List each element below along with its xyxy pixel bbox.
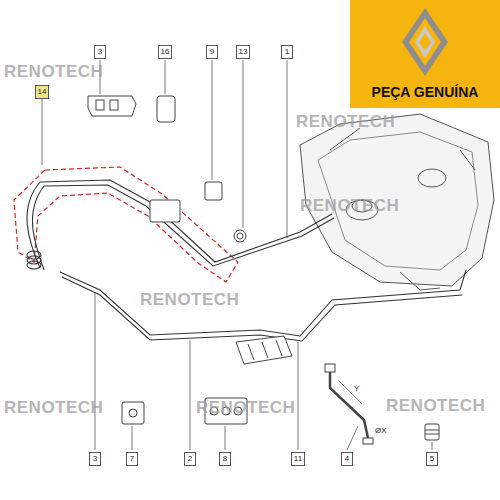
callout-number: 11 (291, 452, 305, 466)
brand-panel (350, 0, 500, 108)
callout-number: 7 (126, 452, 138, 466)
clips (88, 96, 439, 440)
dimension-line (338, 380, 362, 404)
callout-number: 5 (426, 452, 438, 466)
highlight-outline (14, 167, 238, 282)
dimension-label: ØX (374, 426, 388, 435)
callout-number: 16 (158, 45, 173, 59)
callout-number: 8 (219, 452, 231, 466)
fuel-lines (27, 180, 466, 341)
callout-number: 3 (89, 452, 101, 466)
dimension-label: Y (353, 384, 360, 393)
watermark: RENOTECH (196, 398, 295, 418)
watermark: RENOTECH (300, 196, 399, 216)
hose (330, 372, 368, 438)
hose-fittings (325, 364, 373, 444)
brand-text: PEÇA GENUÍNA (372, 84, 479, 100)
leader-lines (42, 60, 432, 450)
watermark: RENOTECH (296, 112, 395, 132)
watermark: RENOTECH (4, 398, 103, 418)
callout-number: 14 (35, 85, 50, 99)
callout-number: 1 (281, 45, 293, 59)
watermark: RENOTECH (386, 396, 485, 416)
callout-number: 13 (236, 45, 251, 59)
callout-number: 3 (94, 45, 106, 59)
brand-logo (402, 8, 448, 76)
callout-number: 4 (341, 452, 353, 466)
watermark: RENOTECH (4, 62, 103, 82)
callout-number: 2 (184, 452, 196, 466)
callout-number: 9 (206, 45, 218, 59)
fuel-tank (300, 114, 494, 290)
watermark: RENOTECH (140, 290, 239, 310)
